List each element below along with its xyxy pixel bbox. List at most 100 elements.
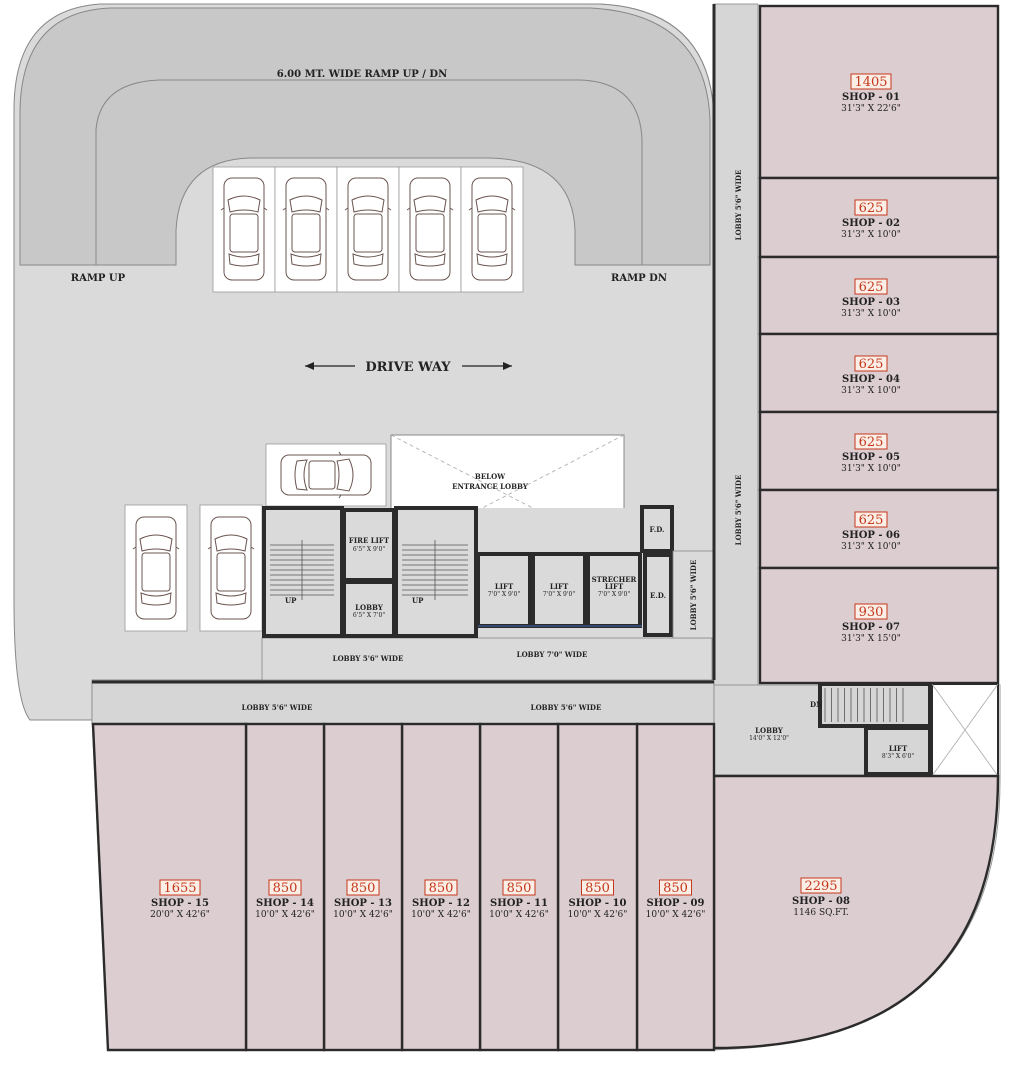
electric-duct [643, 553, 673, 637]
lobby-70-label: LOBBY 7'0" WIDE [517, 650, 588, 659]
parking-bay-horizontal [265, 443, 387, 507]
shop-name: SHOP - 15 [151, 898, 209, 909]
price-badge [854, 355, 888, 372]
price-badge [581, 879, 614, 896]
ramp-up-label: RAMP UP [71, 273, 126, 284]
right-lift-label: LIFT [889, 744, 908, 753]
shop-size: 1146 SQ.FT. [793, 908, 849, 918]
shop-size: 10'0" X 42'6" [255, 910, 315, 920]
parking-bay [398, 166, 462, 293]
parking-bay [460, 166, 524, 293]
shop-size: 20'0" X 42'6" [150, 910, 210, 920]
stair-icon [402, 540, 468, 600]
ramp-title: 6.00 MT. WIDE RAMP UP / DN [277, 69, 448, 80]
shop-size: 10'0" X 42'6" [333, 910, 393, 920]
right-lobby-label: LOBBY [755, 726, 784, 735]
stair-icon [824, 688, 904, 722]
drive-way-label: DRIVE WAY [365, 360, 451, 375]
price-badge [854, 433, 888, 450]
shop-size: 10'0" X 42'6" [568, 910, 628, 920]
cars-other [132, 451, 372, 620]
shop-price: 625 [859, 357, 884, 372]
shop-name: SHOP - 05 [842, 452, 900, 463]
shop-price: 850 [429, 881, 454, 896]
lobby-56-vert-2: LOBBY 5'6" WIDE [734, 475, 743, 546]
shop-size: 31'3" X 22'6" [841, 104, 901, 114]
parking-bay [124, 504, 188, 632]
ramp [19, 7, 711, 266]
parking-bay [336, 166, 400, 293]
parking-bay [199, 504, 263, 632]
right-vertical-lobby [713, 3, 759, 775]
shop-price: 930 [859, 605, 884, 620]
shop-name: SHOP - 01 [842, 92, 900, 103]
shop-price: 625 [859, 513, 884, 528]
shop-price: 1655 [163, 881, 196, 896]
lift-2-dim: 7'0" X 9'0" [543, 591, 575, 598]
lift-1-dim: 7'0" X 9'0" [488, 591, 520, 598]
shop-name: SHOP - 14 [256, 898, 314, 909]
price-badge [800, 877, 842, 894]
price-badge [659, 879, 692, 896]
price-badge [159, 879, 201, 896]
fire-lift-label: FIRE LIFT [349, 536, 390, 545]
shop-name: SHOP - 12 [412, 898, 470, 909]
parking-bay [212, 166, 276, 293]
car-icon [344, 177, 392, 281]
stair-icon [270, 540, 334, 600]
shop-name: SHOP - 11 [490, 898, 548, 909]
shop-size: 31'3" X 10'0" [841, 386, 901, 396]
shop-name: SHOP - 02 [842, 218, 900, 229]
strecher-lift-dim: 7'0" X 9'0" [598, 591, 630, 598]
price-badge [850, 73, 892, 90]
small-lobby-label: LOBBY [355, 603, 384, 612]
shop-price: 850 [585, 881, 610, 896]
lobby-56-label-a: LOBBY 5'6" WIDE [333, 654, 404, 663]
shop-size: 10'0" X 42'6" [646, 910, 706, 920]
shop-size: 31'3" X 15'0" [841, 634, 901, 644]
shop-price: 850 [273, 881, 298, 896]
shop-name: SHOP - 04 [842, 374, 900, 385]
stair-up-2: UP [412, 596, 424, 605]
shop-price: 625 [859, 280, 884, 295]
price-badge [854, 603, 888, 620]
shop-price: 850 [507, 881, 532, 896]
car-icon [207, 516, 255, 620]
car-icon [280, 451, 372, 499]
price-badge [346, 879, 380, 896]
price-badge [268, 879, 302, 896]
ramp-inner-line [95, 79, 643, 265]
right-lift [864, 726, 932, 776]
car-icon [220, 177, 268, 281]
lobby-56-label-c: LOBBY 5'6" WIDE [531, 703, 602, 712]
strecher-lift-label-1: STRECHER [592, 575, 637, 584]
price-badge [854, 199, 888, 216]
shop-name: SHOP - 10 [569, 898, 627, 909]
parking-row-top [212, 166, 524, 293]
right-lift-dim: 8'3" X 6'0" [882, 753, 914, 760]
car-icon [468, 177, 516, 281]
lobby-56-vert-1: LOBBY 5'6" WIDE [734, 170, 743, 241]
price-badge [854, 511, 888, 528]
fire-duct [640, 505, 674, 553]
shop-size: 10'0" X 42'6" [489, 910, 549, 920]
price-badge [502, 879, 536, 896]
